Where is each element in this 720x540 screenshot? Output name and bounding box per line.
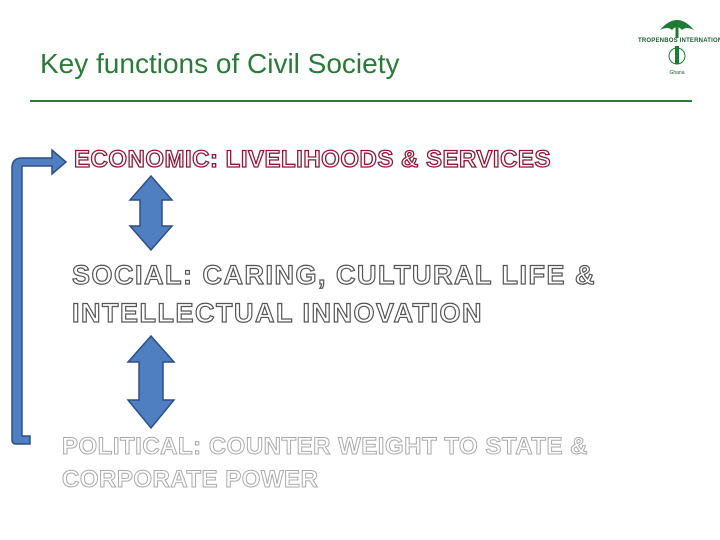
double-arrow-social-political [126, 334, 176, 430]
logo-name: TROPENBOS INTERNATIONAL [638, 38, 720, 44]
tropenbos-logo: TROPENBOS INTERNATIONAL Ghana [638, 8, 720, 78]
node-social: SOCIAL: CARING, CULTURAL LIFE & INTELLEC… [71, 259, 596, 328]
logo-tagline: Ghana [669, 70, 685, 76]
tree-globe-icon [660, 20, 694, 65]
node-economic: ECONOMIC: LIVELIHOODS & SERVICES [73, 145, 551, 173]
double-arrow-economic-social [128, 174, 174, 252]
title-divider [30, 100, 692, 102]
loop-arrow [11, 148, 68, 445]
page-title: Key functions of Civil Society [40, 48, 400, 79]
node-political: POLITICAL: COUNTER WEIGHT TO STATE & COR… [62, 433, 588, 494]
